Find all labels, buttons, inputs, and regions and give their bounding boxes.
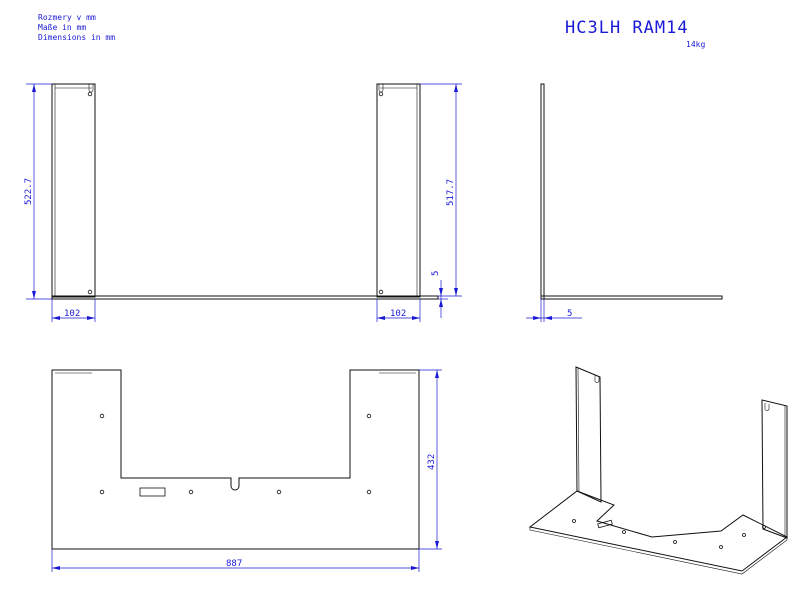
dim-side-thickness: 5 <box>567 309 572 319</box>
dim-flat-width: 887 <box>226 559 242 569</box>
iso-base <box>528 490 788 572</box>
flat-pattern-view: 432 887 <box>51 369 442 572</box>
units-note-cs: Rozmery v mm <box>38 13 96 22</box>
flat-pattern-outline <box>51 369 420 550</box>
dim-height-left: 522.7 <box>24 178 34 205</box>
isometric-view <box>528 366 788 575</box>
units-note-de: Maße in mm <box>38 23 86 32</box>
base-plate <box>51 295 439 300</box>
drawing-weight: 14kg <box>686 40 705 49</box>
iso-left-upright <box>575 366 602 503</box>
drawing-title: HC3LH RAM14 <box>565 18 689 38</box>
side-base <box>540 295 723 300</box>
iso-right-upright <box>761 399 788 539</box>
dim-height-right: 517.7 <box>446 179 456 206</box>
flat-slot <box>139 487 166 497</box>
front-view: 522.7 517.7 5 102 102 <box>24 83 462 322</box>
right-upright <box>376 83 421 298</box>
dim-base-thickness: 5 <box>431 271 441 276</box>
side-view: 5 <box>526 83 723 322</box>
units-note: Rozmery v mm Maße in mm Dimensions in mm <box>38 13 115 42</box>
dim-width-right: 102 <box>390 309 406 319</box>
left-upright <box>51 83 96 298</box>
iso-slot <box>597 519 613 529</box>
dim-width-left: 102 <box>64 309 80 319</box>
units-note-en: Dimensions in mm <box>38 33 115 42</box>
side-upright <box>540 83 545 300</box>
dim-flat-height: 432 <box>427 454 437 470</box>
